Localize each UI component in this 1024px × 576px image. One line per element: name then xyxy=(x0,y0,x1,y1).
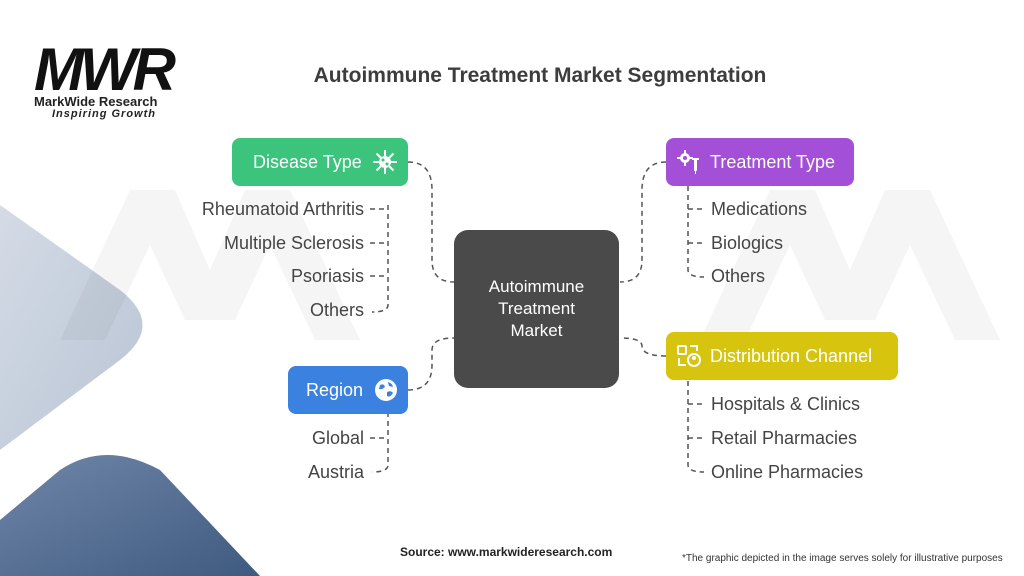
gear-syringe-icon xyxy=(677,150,699,174)
category-disease-type-label: Disease Type xyxy=(253,151,362,172)
disease-item-1: Rheumatoid Arthritis xyxy=(201,199,364,219)
disease-item-4: Others xyxy=(309,300,364,320)
globe-icon xyxy=(375,379,398,401)
treatment-item-1: Medications xyxy=(711,199,808,219)
category-treatment-type: Treatment Type xyxy=(666,138,854,186)
footer-note: *The graphic depicted in the image serve… xyxy=(682,553,1003,564)
category-distribution-channel: Distribution Channel xyxy=(666,332,898,380)
distribution-item-2: Retail Pharmacies xyxy=(711,428,858,448)
treatment-item-2: Biologics xyxy=(711,233,784,253)
logo-text: MWR xyxy=(34,40,176,96)
category-region-label: Region xyxy=(306,379,364,400)
category-treatment-type-label: Treatment Type xyxy=(710,151,836,172)
distribution-item-3: Online Pharmacies xyxy=(711,462,864,482)
page-title: Autoimmune Treatment Market Segmentation xyxy=(313,64,767,87)
brand-name: MarkWide Research xyxy=(34,94,158,109)
disease-item-2: Multiple Sclerosis xyxy=(223,233,364,253)
category-region: Region xyxy=(288,366,408,414)
disease-item-3: Psoriasis xyxy=(290,266,364,286)
brand-tagline: Inspiring Growth xyxy=(52,108,156,120)
treatment-item-3: Others xyxy=(711,266,766,286)
distribution-item-1: Hospitals & Clinics xyxy=(711,394,861,414)
category-disease-type: Disease Type xyxy=(232,138,408,186)
delivery-icon xyxy=(677,345,701,367)
brand-logo: MWR xyxy=(34,40,180,96)
center-label: Autoimmune Treatment Market xyxy=(488,277,585,340)
virus-icon xyxy=(372,150,397,174)
region-item-2: Austria xyxy=(307,462,364,482)
category-distribution-channel-label: Distribution Channel xyxy=(710,345,873,366)
region-item-1: Global xyxy=(311,428,364,448)
footer-source: Source: www.markwideresearch.com xyxy=(400,545,613,559)
center-node: Autoimmune Treatment Market xyxy=(454,230,619,388)
